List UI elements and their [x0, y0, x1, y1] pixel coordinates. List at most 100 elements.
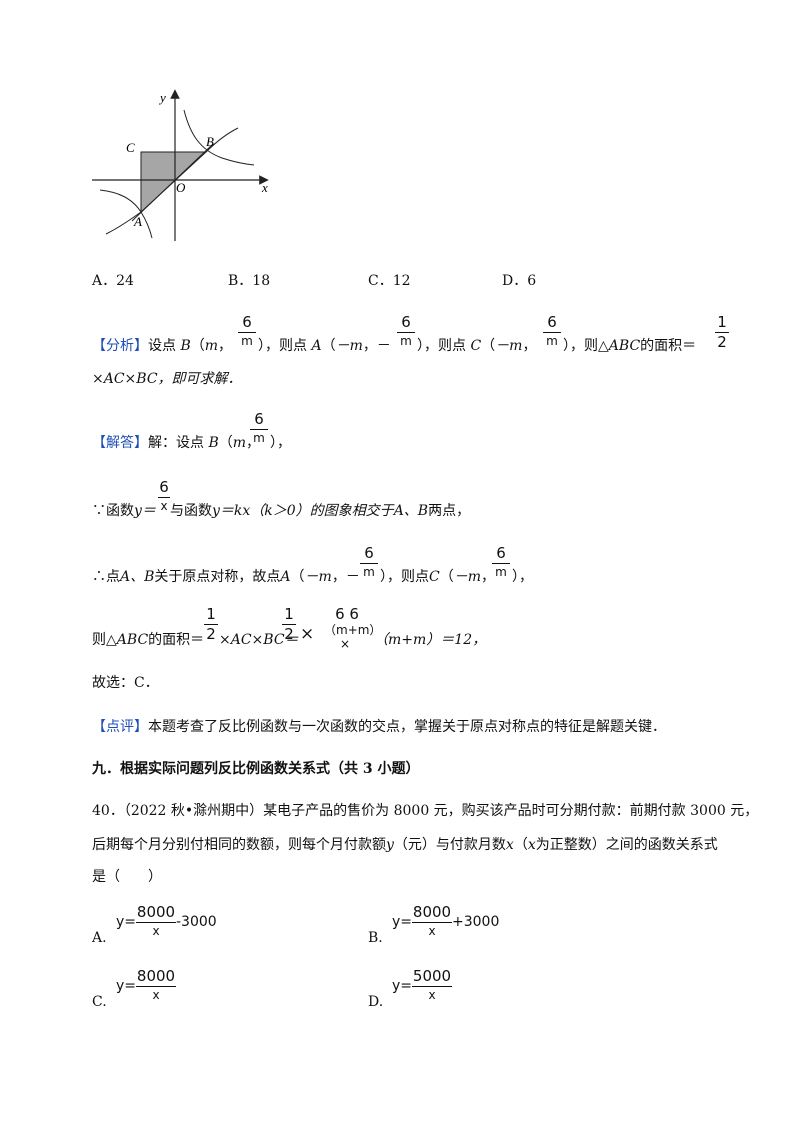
- suffix: +3000: [452, 914, 500, 930]
- analysis-line1-c: ），则点 C（－m，: [417, 335, 536, 355]
- solution-line4c: （m+m）＝12，: [374, 629, 486, 649]
- numerator: 6: [242, 313, 252, 331]
- text: （: [218, 435, 233, 451]
- solution-line4-times: ×: [300, 624, 315, 644]
- denominator: x: [152, 988, 160, 1002]
- numerator: 5000: [412, 967, 452, 985]
- label-a: A: [133, 214, 142, 229]
- comment-line: 【点评】本题考查了反比例函数与一次函数的交点，掌握关于原点对称点的特征是解题关键…: [92, 716, 666, 736]
- text: －: [376, 338, 391, 354]
- label-b: B: [206, 134, 214, 149]
- denominator: 2: [284, 625, 294, 643]
- y-eq: y=: [116, 978, 137, 994]
- analysis-tag: 【分析】: [92, 338, 148, 354]
- text: ，: [331, 569, 346, 585]
- suffix: -3000: [176, 914, 217, 930]
- text: y＝: [134, 503, 156, 519]
- numerator: 6: [547, 313, 557, 331]
- text: ∴点: [92, 569, 120, 585]
- analysis-line2: ×AC×BC，即可求解．: [92, 371, 242, 387]
- text: m: [204, 338, 219, 354]
- text: 的面积＝: [640, 338, 697, 354]
- six-b: 6: [349, 605, 359, 623]
- text: ，: [246, 435, 261, 451]
- text: C: [470, 338, 482, 354]
- text: ，: [522, 338, 537, 354]
- hyperbola-branch-q1: [183, 109, 255, 166]
- text: －m: [335, 338, 363, 354]
- text: ）: [380, 569, 387, 585]
- solution-line1-end: ），: [270, 432, 291, 452]
- text: －m: [495, 338, 523, 354]
- hyperbola-branch-q1-upper: [205, 127, 239, 153]
- text: 设点: [148, 338, 176, 354]
- numerator: 6: [496, 544, 506, 562]
- frac-6-mm: 6 6 （m+m）×: [324, 605, 381, 652]
- denominator: （m+m）×: [324, 623, 382, 651]
- linear-function-line: [131, 143, 214, 222]
- text: ，: [277, 435, 291, 451]
- text: （: [190, 338, 205, 354]
- q39-option-c[interactable]: C．12: [368, 273, 411, 289]
- text: （: [321, 338, 336, 354]
- option-label: B.: [368, 930, 383, 946]
- numerator: 1: [717, 313, 727, 331]
- text: 关于原点对称，故点: [154, 569, 281, 585]
- text: ）: [563, 338, 570, 354]
- denominator: 2: [717, 333, 727, 351]
- text: ，则点: [424, 338, 466, 354]
- solution-choose: 故选：C．: [92, 675, 159, 691]
- q39-option-d[interactable]: D．6: [502, 273, 537, 289]
- solution-line4a: 则△ABC的面积＝: [92, 629, 204, 649]
- text: ，: [218, 338, 233, 354]
- q39-option-a[interactable]: A．24: [92, 273, 134, 289]
- coordinate-figure: y x C B O A: [92, 89, 269, 241]
- text: 两点，: [428, 503, 471, 519]
- text: ，则△: [570, 338, 609, 354]
- text: A、B: [393, 503, 429, 519]
- analysis-line1-d: ），则△ABC的面积＝: [563, 335, 696, 355]
- numerator: 6: [401, 313, 411, 331]
- numerator: 6: [159, 478, 169, 496]
- q40-line1: 40．（2022 秋•滁州期中）某电子产品的售价为 8000 元，购买该产品时可…: [92, 803, 759, 819]
- denominator: x: [152, 924, 160, 938]
- text: （: [439, 569, 454, 585]
- text: A、B: [120, 569, 155, 585]
- option-label: C.: [92, 994, 107, 1010]
- q40-line3: 是（ ）: [92, 869, 162, 885]
- text: x: [505, 837, 514, 853]
- text: ，则点: [387, 569, 429, 585]
- text: （元）与付款月数: [393, 837, 506, 853]
- text: y＝kx（k＞0）的图象相交于: [212, 503, 394, 519]
- analysis-line1-b: ），则点 A（－m，－: [258, 335, 391, 355]
- text: 与函数: [170, 503, 212, 519]
- option-label: A.: [92, 930, 107, 946]
- text: 后期每个月分别付相同的数额，则每个月付款额: [92, 837, 386, 853]
- section-title: 九．根据实际问题列反比例函数关系式（共 3 小题）: [92, 761, 420, 777]
- label-y: y: [158, 90, 166, 105]
- text: 为正整数）之间的函数关系式: [535, 837, 718, 853]
- text: 解：设点: [148, 435, 204, 451]
- y-eq: y=: [116, 914, 137, 930]
- label-c: C: [126, 140, 135, 155]
- solution-tag: 【解答】: [92, 435, 148, 451]
- numerator: 1: [206, 605, 216, 623]
- solution-line1: 【解答】解：设点 B（m，: [92, 432, 260, 452]
- q39-option-b[interactable]: B．18: [228, 273, 271, 289]
- text: ）: [258, 338, 265, 354]
- denominator: m: [253, 431, 265, 445]
- numerator: 6: [254, 410, 264, 428]
- text: 的面积＝: [148, 632, 205, 648]
